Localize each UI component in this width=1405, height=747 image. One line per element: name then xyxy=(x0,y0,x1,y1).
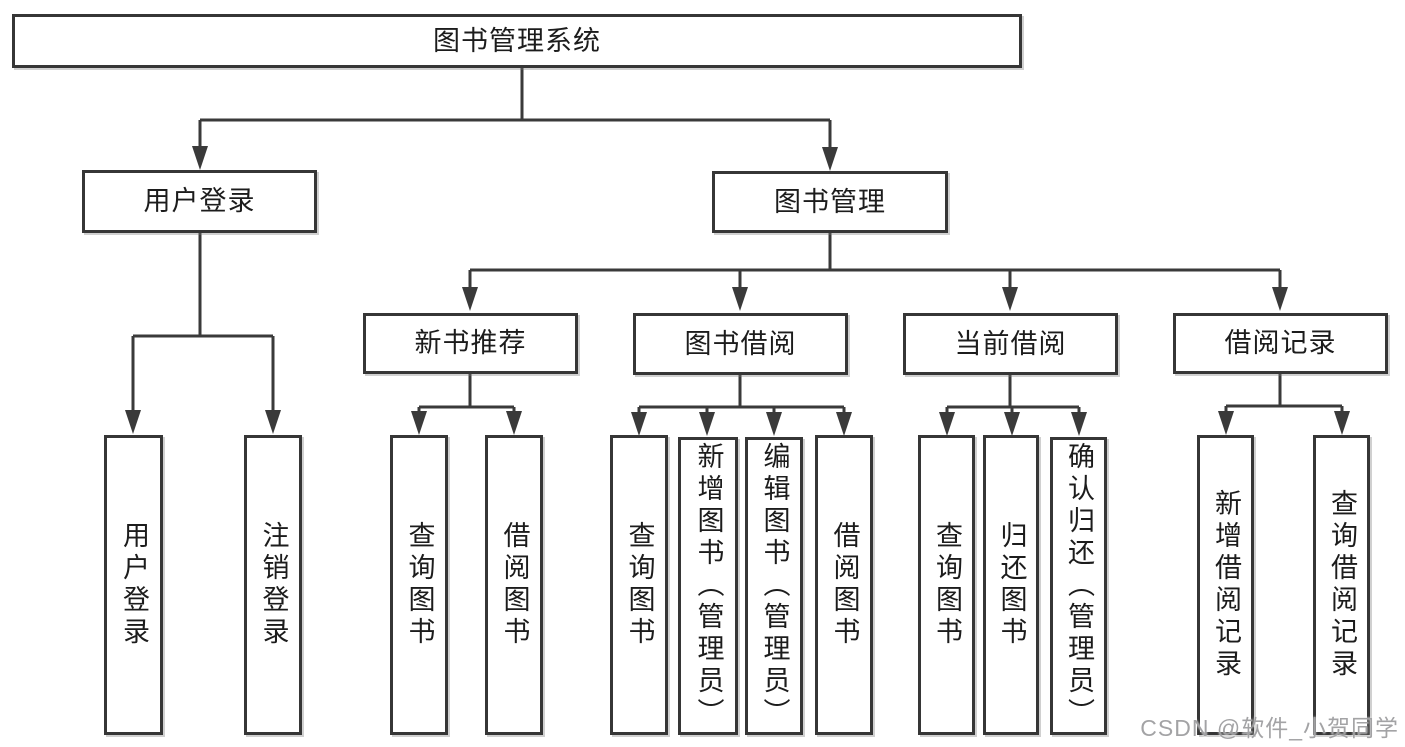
connector-recommend-to-leaves xyxy=(411,374,522,435)
node-new-book-recommend-label: 新书推荐 xyxy=(414,328,527,358)
leaf-query-books-recommend: 查询图书 xyxy=(390,435,448,735)
leaf-user-login-label: 用户登录 xyxy=(119,521,149,649)
leaf-borrow-books-recommend: 借阅图书 xyxy=(485,435,543,735)
leaf-add-books-admin: 新增图书（管理员） xyxy=(678,437,738,735)
leaf-query-books-current-label: 查询图书 xyxy=(932,521,962,649)
node-new-book-recommend: 新书推荐 xyxy=(363,313,578,374)
connector-records-to-leaves xyxy=(1218,374,1350,435)
leaf-return-books-label: 归还图书 xyxy=(996,521,1027,649)
leaf-borrow-books: 借阅图书 xyxy=(815,435,873,735)
node-book-borrow-label: 图书借阅 xyxy=(684,328,797,359)
leaf-logout: 注销登录 xyxy=(244,435,302,735)
node-root-label: 图书管理系统 xyxy=(433,25,601,56)
leaf-query-books-borrow: 查询图书 xyxy=(610,435,668,735)
csdn-watermark: CSDN @软件_小贺同学 xyxy=(1140,715,1399,741)
node-current-borrow-label: 当前借阅 xyxy=(954,328,1067,359)
leaf-confirm-return-admin-label: 确认归还（管理员） xyxy=(1064,442,1094,730)
node-user-login: 用户登录 xyxy=(82,170,317,233)
node-book-management: 图书管理 xyxy=(712,171,948,233)
leaf-query-books-recommend-label: 查询图书 xyxy=(404,521,435,649)
leaf-add-books-admin-label: 新增图书（管理员） xyxy=(693,442,724,730)
leaf-query-borrow-record-label: 查询借阅记录 xyxy=(1327,489,1357,681)
node-borrow-records: 借阅记录 xyxy=(1173,313,1388,374)
node-book-management-label: 图书管理 xyxy=(774,186,886,217)
node-book-borrow: 图书借阅 xyxy=(633,313,848,375)
leaf-add-borrow-record-label: 新增借阅记录 xyxy=(1211,489,1241,681)
node-user-login-label: 用户登录 xyxy=(143,186,256,216)
connector-borrow-to-leaves xyxy=(631,375,852,436)
connector-bookmgmt-to-level3 xyxy=(462,233,1288,311)
connector-userlogin-to-leaves xyxy=(125,233,281,434)
leaf-borrow-books-label: 借阅图书 xyxy=(829,521,860,649)
leaf-borrow-books-recommend-label: 借阅图书 xyxy=(499,521,530,649)
leaf-confirm-return-admin: 确认归还（管理员） xyxy=(1050,437,1107,735)
leaf-edit-books-admin-label: 编辑图书（管理员） xyxy=(759,442,790,730)
leaf-query-books-borrow-label: 查询图书 xyxy=(624,521,655,649)
node-borrow-records-label: 借阅记录 xyxy=(1224,328,1337,358)
leaf-query-borrow-record: 查询借阅记录 xyxy=(1313,435,1370,735)
connector-current-to-leaves xyxy=(939,375,1087,436)
leaf-return-books: 归还图书 xyxy=(983,435,1039,735)
leaf-user-login: 用户登录 xyxy=(104,435,163,735)
connector-root-to-level2 xyxy=(192,68,838,171)
node-current-borrow: 当前借阅 xyxy=(903,313,1118,375)
node-root: 图书管理系统 xyxy=(12,14,1022,68)
leaf-edit-books-admin: 编辑图书（管理员） xyxy=(745,437,803,735)
leaf-add-borrow-record: 新增借阅记录 xyxy=(1197,435,1254,735)
leaf-query-books-current: 查询图书 xyxy=(918,435,975,735)
leaf-logout-label: 注销登录 xyxy=(258,521,289,649)
